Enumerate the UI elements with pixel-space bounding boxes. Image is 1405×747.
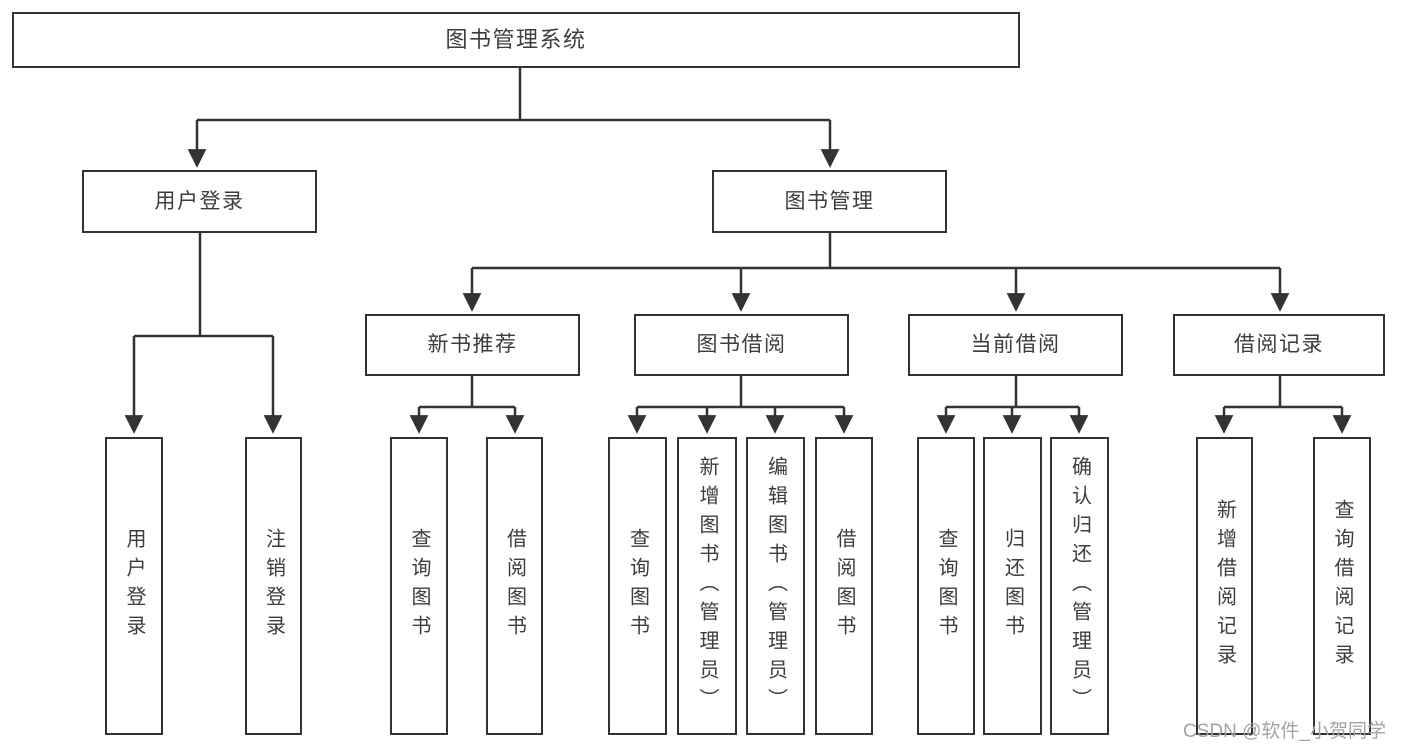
connector-user-login-trunk	[134, 233, 273, 338]
leaf-borrow-book-1: 借阅图书	[486, 437, 543, 735]
leaf-logout-login: 注销登录	[245, 437, 302, 735]
node-book-borrow: 图书借阅	[634, 314, 849, 376]
leaf-query-book-2: 查询图书	[608, 437, 667, 735]
node-borrow-record: 借阅记录	[1173, 314, 1385, 376]
node-current-borrow: 当前借阅	[908, 314, 1123, 376]
node-book-management: 图书管理	[712, 170, 947, 233]
connector-borrow-record-trunk	[1224, 376, 1342, 409]
leaf-return-book: 归还图书	[983, 437, 1042, 735]
leaf-add-borrow-record: 新增借阅记录	[1196, 437, 1253, 735]
leaf-confirm-return-admin: 确认归还（管理员）	[1050, 437, 1109, 735]
leaf-borrow-book-2: 借阅图书	[815, 437, 873, 735]
leaf-query-book-3: 查询图书	[917, 437, 975, 735]
csdn-watermark: CSDN @软件_小贺同学	[1183, 721, 1386, 742]
leaf-user-login: 用户登录	[105, 437, 163, 735]
connector-new-book-recommend-trunk	[419, 376, 515, 409]
connector-root-trunk	[197, 68, 830, 122]
leaf-add-book-admin: 新增图书（管理员）	[677, 437, 737, 735]
node-root: 图书管理系统	[12, 12, 1020, 68]
leaf-query-borrow-record: 查询借阅记录	[1313, 437, 1371, 735]
connector-book-management-trunk	[472, 233, 1280, 270]
leaf-edit-book-admin: 编辑图书（管理员）	[746, 437, 805, 735]
connector-book-borrow-trunk	[637, 376, 844, 409]
node-user-login: 用户登录	[82, 170, 317, 233]
leaf-query-book-1: 查询图书	[390, 437, 448, 735]
node-new-book-recommend: 新书推荐	[365, 314, 580, 376]
connector-current-borrow-trunk	[946, 376, 1079, 409]
